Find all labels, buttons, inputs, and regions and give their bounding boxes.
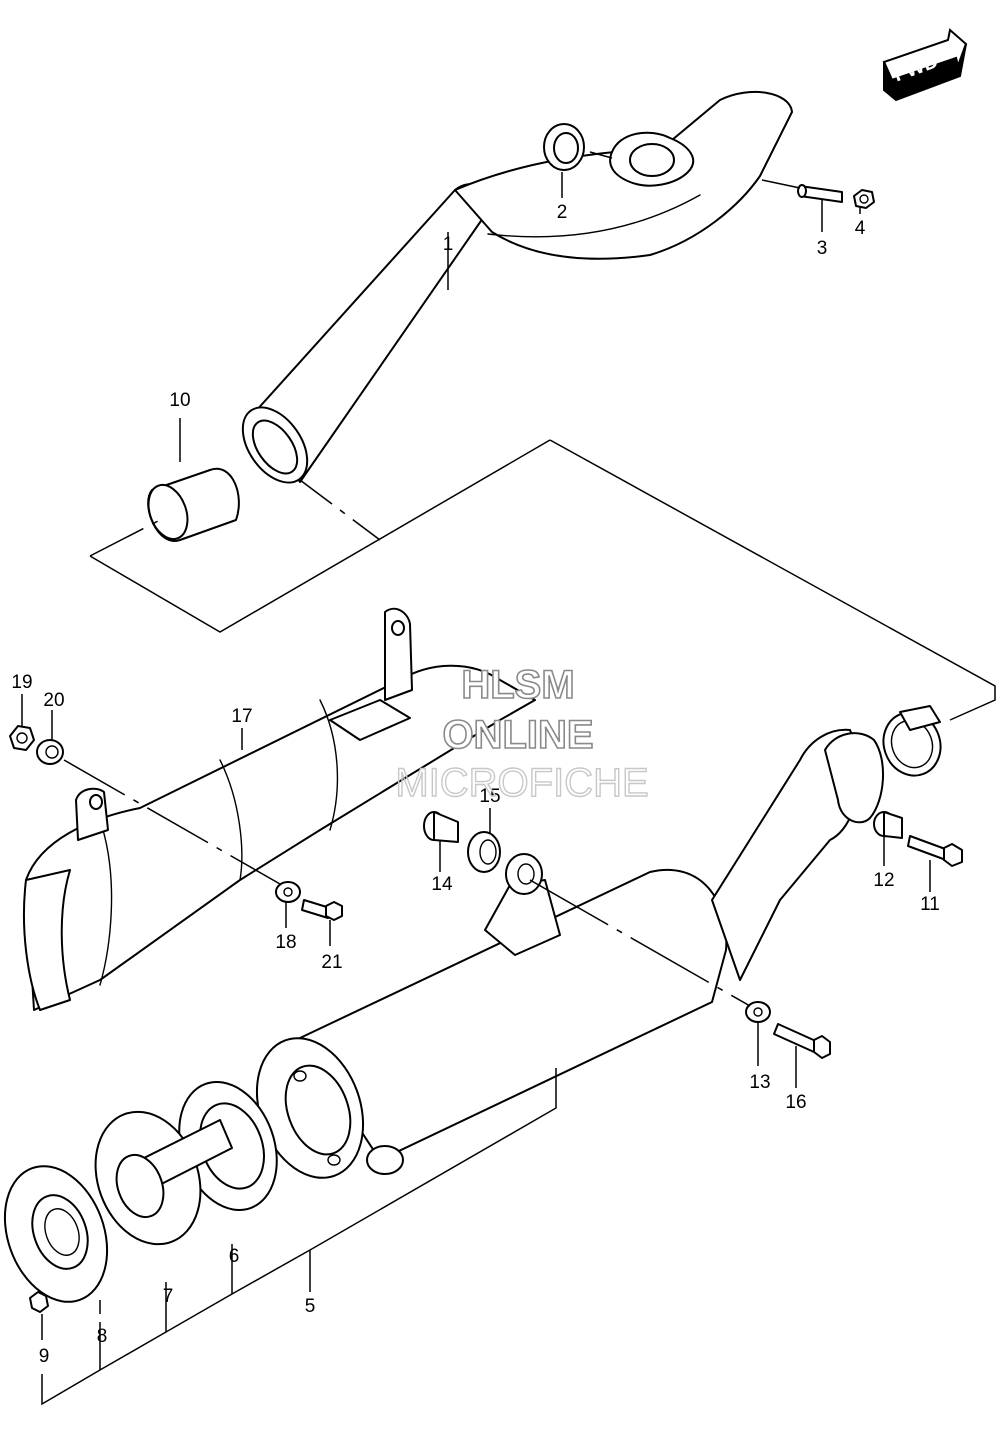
washer-part-18 (275, 881, 301, 903)
nut-part-19 (9, 725, 35, 751)
collar-part-20 (36, 739, 64, 765)
callout-5: 5 (305, 1296, 316, 1317)
callout-9: 9 (39, 1346, 50, 1367)
collar-part-14 (423, 811, 459, 843)
callout-4: 4 (855, 218, 866, 239)
watermark-line-3: MICROFICHE (395, 761, 648, 805)
callout-12: 12 (873, 870, 894, 891)
callout-16: 16 (785, 1092, 806, 1113)
hose-clamp (882, 705, 942, 777)
gasket-part-2 (543, 123, 585, 171)
callout-15: 15 (479, 786, 500, 807)
fwd-arrow-icon: FWD (882, 28, 968, 102)
callout-21: 21 (321, 952, 342, 973)
bolt-part-9 (29, 1291, 49, 1313)
leader-lines (21, 151, 996, 1406)
callout-8: 8 (97, 1326, 108, 1347)
spark-arrester-part-7 (94, 1110, 233, 1246)
callout-20: 20 (43, 690, 64, 711)
callout-10: 10 (169, 390, 190, 411)
callout-1: 1 (443, 234, 454, 255)
callout-18: 18 (275, 932, 296, 953)
callout-6: 6 (229, 1246, 240, 1267)
sleeve-part-10 (147, 467, 240, 542)
callout-2: 2 (557, 202, 568, 223)
bolt-part-16 (773, 1023, 831, 1059)
callout-17: 17 (231, 706, 252, 727)
callout-14: 14 (431, 874, 453, 895)
watermark-line-1: HLSM (461, 663, 574, 707)
bolt-part-21 (301, 899, 343, 921)
washer-part-14b (505, 853, 543, 895)
end-cap-part-8 (3, 1165, 109, 1303)
watermark: HLSM ONLINE MICROFICHE (395, 662, 650, 806)
nut-part-4 (853, 189, 875, 209)
callout-7: 7 (163, 1286, 174, 1307)
watermark-line-2: ONLINE (442, 713, 593, 757)
callout-13: 13 (749, 1072, 770, 1093)
grommet-part-15 (467, 831, 501, 873)
stud-bolt-part-3 (797, 184, 843, 203)
bolt-part-11 (907, 835, 963, 867)
collar-part-12 (873, 811, 903, 839)
callout-19: 19 (11, 672, 32, 693)
callout-11: 11 (920, 894, 940, 915)
muffler-part-5 (255, 728, 884, 1179)
exhaust-pipe-part-1 (241, 90, 793, 484)
callout-labels: 1 2 3 4 5 6 7 8 9 10 11 12 13 14 15 16 1… (11, 202, 939, 1367)
callout-3: 3 (817, 238, 828, 259)
heat-shield-part-17 (22, 607, 536, 1011)
